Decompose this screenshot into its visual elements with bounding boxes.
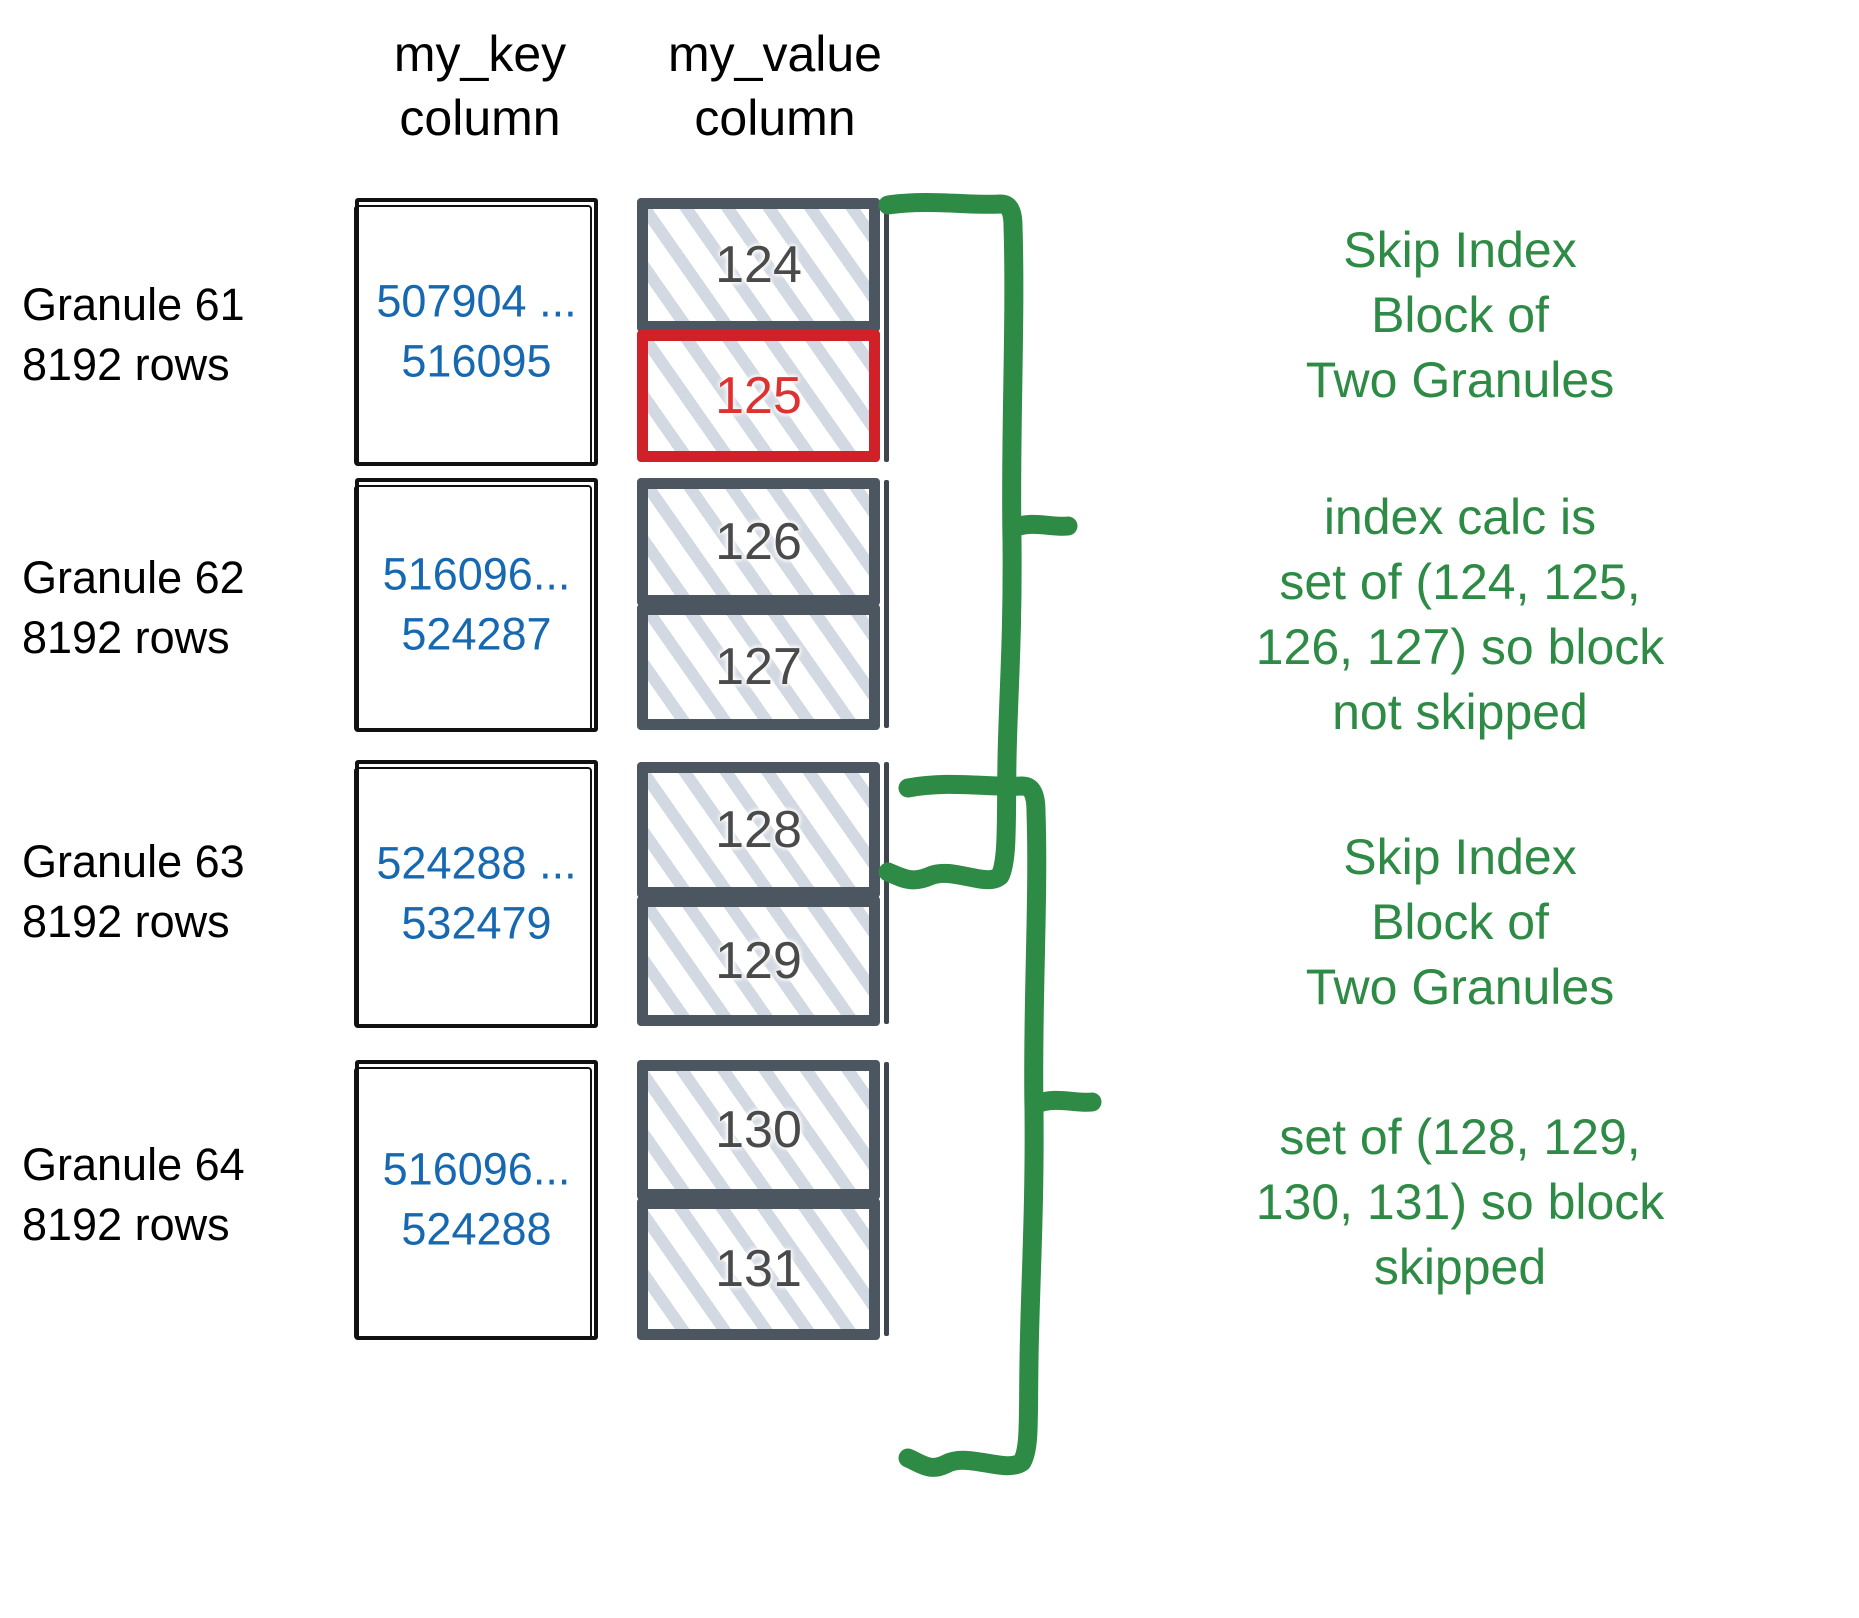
value-text-130: 130 <box>715 1101 802 1159</box>
value-cell-128: 128 <box>637 762 880 898</box>
value-stack-tick-62 <box>884 480 889 728</box>
value-stack-tick-63 <box>884 762 889 1024</box>
value-cell-124: 124 <box>637 198 880 332</box>
value-cell-125: 125 <box>637 330 880 462</box>
value-cell-131: 131 <box>637 1198 880 1340</box>
granule-label-62: Granule 62 8192 rows <box>22 552 245 663</box>
key-box-granule-63: 524288 ... 532479 <box>354 760 598 1028</box>
value-stack-tick-64 <box>884 1062 889 1336</box>
bracket-bottom-stem <box>1026 1090 1102 1114</box>
column-header-my-value: my_value column <box>668 26 882 146</box>
value-text-125: 125 <box>715 367 802 425</box>
value-text-126: 126 <box>715 513 802 571</box>
bracket-top-stem <box>1003 514 1078 538</box>
key-box-granule-64: 516096... 524288 <box>354 1060 598 1340</box>
annotation-skip-index-block-bottom: Skip Index Block of Two Granules <box>1305 829 1615 1015</box>
value-cell-127: 127 <box>637 604 880 730</box>
value-text-129: 129 <box>715 932 802 990</box>
granule-label-63: Granule 63 8192 rows <box>22 836 245 947</box>
annotation-index-calc-not-skipped: index calc is set of (124, 125, 126, 127… <box>1255 489 1665 740</box>
annotation-set-skipped: set of (128, 129, 130, 131) so block ski… <box>1255 1109 1665 1295</box>
key-range-granule-61: 507904 ... 516095 <box>376 275 577 387</box>
granule-label-61: Granule 61 8192 rows <box>22 279 245 390</box>
annotation-skip-index-block-top: Skip Index Block of Two Granules <box>1305 222 1615 408</box>
key-box-granule-61: 507904 ... 516095 <box>354 198 598 466</box>
key-range-granule-63: 524288 ... 532479 <box>376 837 577 949</box>
key-range-granule-62: 516096... 524287 <box>382 548 571 660</box>
granule-label-64: Granule 64 8192 rows <box>22 1139 245 1250</box>
value-cell-130: 130 <box>637 1060 880 1200</box>
value-text-124: 124 <box>715 236 802 294</box>
value-cell-129: 129 <box>637 896 880 1026</box>
value-cell-126: 126 <box>637 478 880 606</box>
value-text-127: 127 <box>715 638 802 696</box>
bracket-top <box>878 193 1024 890</box>
key-box-granule-62: 516096... 524287 <box>354 478 598 732</box>
bracket-bottom <box>898 774 1047 1477</box>
value-text-128: 128 <box>715 801 802 859</box>
value-stack-tick-61 <box>884 200 889 462</box>
key-range-granule-64: 516096... 524288 <box>382 1143 571 1255</box>
column-header-my-key: my_key column <box>393 26 567 146</box>
value-text-131: 131 <box>715 1240 802 1298</box>
